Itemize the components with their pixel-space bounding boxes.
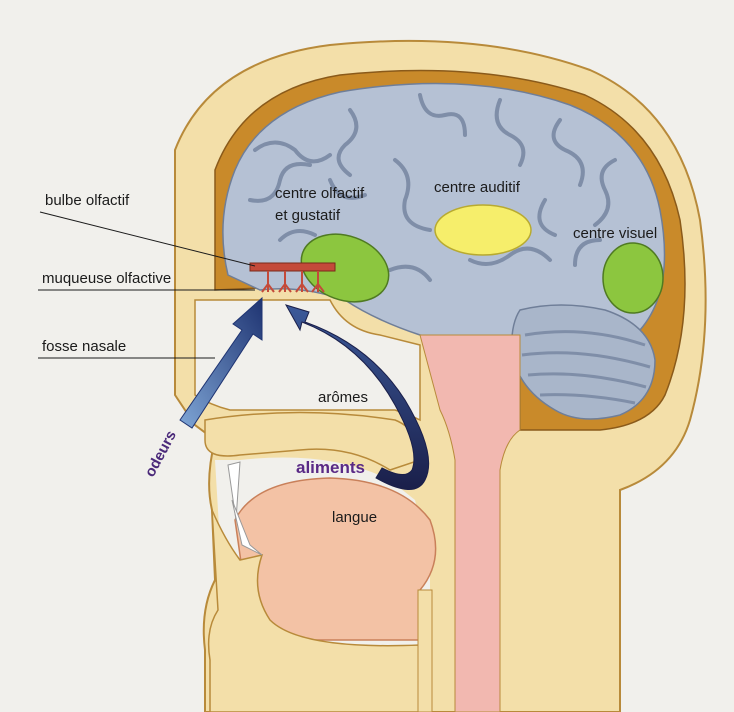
pharynx [417,589,433,712]
upper-tooth [227,461,241,521]
label-centre-visuel: centre visuel [573,225,657,242]
spinal-cord [419,334,521,712]
label-aromes: arômes [318,389,368,406]
label-langue: langue [332,509,377,526]
odeurs-arrow [179,296,263,429]
brain-folds [248,93,617,282]
label-odeurs: odeurs [142,428,180,480]
label-muqueuse-olfactive: muqueuse olfactive [42,270,171,287]
label-et-gustatif: et gustatif [275,207,341,224]
visual-center [602,242,664,314]
label-fosse-nasale: fosse nasale [42,338,126,355]
label-centre-olfactif: centre olfactif [275,185,365,202]
leader-lines [38,211,256,359]
aliments-arrow [284,304,430,490]
jaw [207,509,421,712]
olfactory-gustatory-center [300,233,390,303]
label-bulbe-olfactif: bulbe olfactif [45,192,130,209]
olfactory-mucosa [261,271,325,293]
label-aliments: aliments [296,458,365,477]
olfactory-bulb [249,262,336,272]
lower-tooth [231,499,263,556]
label-centre-auditif: centre auditif [434,179,521,196]
auditory-center [434,204,532,256]
